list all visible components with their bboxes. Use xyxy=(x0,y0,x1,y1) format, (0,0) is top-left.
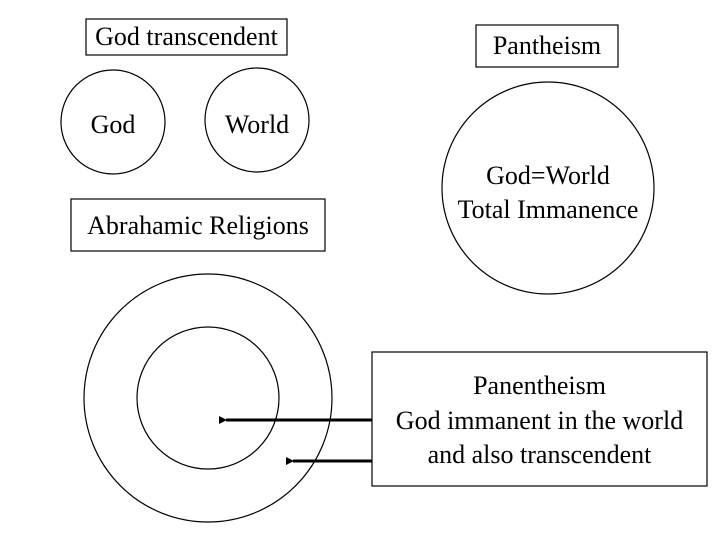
god-label: God xyxy=(91,110,136,139)
pantheism-box xyxy=(475,24,619,68)
god-circle xyxy=(60,69,166,175)
pantheism-line1: God=World xyxy=(486,161,610,190)
panentheism-box xyxy=(371,351,708,487)
panentheism-line2: God immanent in the world xyxy=(396,406,683,435)
panentheism-line3: and also transcendent xyxy=(428,440,653,469)
world-circle xyxy=(204,67,310,173)
panentheism-line1: Panentheism xyxy=(473,371,606,400)
pantheism-line2: Total Immanence xyxy=(458,195,639,224)
pantheism-circle xyxy=(441,81,655,295)
world-label: World xyxy=(225,110,289,139)
pantheism-title: Pantheism xyxy=(493,31,601,60)
abrahamic-title: Abrahamic Religions xyxy=(87,211,309,240)
god-transcendent-title: God transcendent xyxy=(95,22,278,51)
god-transcendent-box xyxy=(85,18,288,56)
panentheism-inner-circle xyxy=(136,326,280,470)
abrahamic-box xyxy=(70,198,326,252)
